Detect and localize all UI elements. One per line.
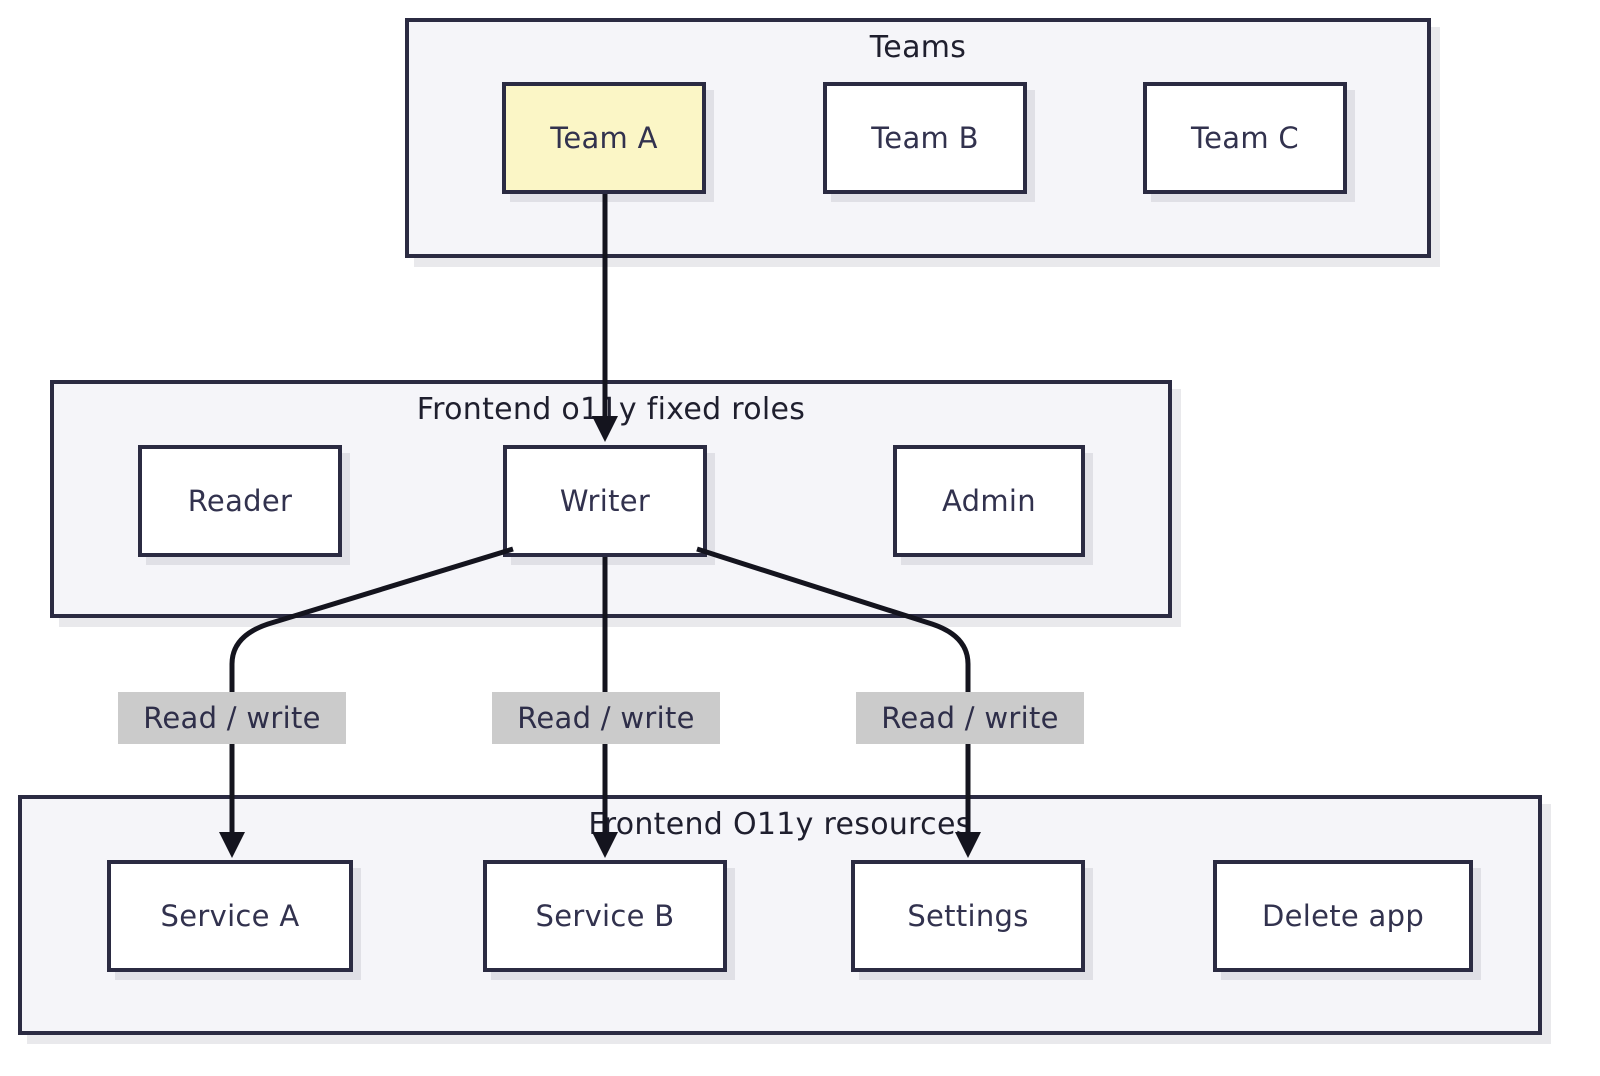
roles-container-title: Frontend o11y fixed roles: [416, 392, 806, 427]
node-service-b: Service B: [483, 860, 727, 972]
edge-label-read-write-settings: Read / write: [856, 692, 1084, 744]
node-admin: Admin: [893, 445, 1085, 557]
edge-label-read-write-serviceB: Read / write: [492, 692, 720, 744]
node-writer: Writer: [503, 445, 707, 557]
node-settings: Settings: [851, 860, 1085, 972]
node-service-a: Service A: [107, 860, 353, 972]
node-team-b: Team B: [823, 82, 1027, 194]
node-team-c: Team C: [1143, 82, 1347, 194]
resources-container-title: Frontend O11y resources: [588, 807, 972, 842]
edge-label-read-write-serviceA: Read / write: [118, 692, 346, 744]
node-delete-app: Delete app: [1213, 860, 1473, 972]
teams-container-title: Teams: [869, 30, 967, 65]
node-reader: Reader: [138, 445, 342, 557]
node-team-a: Team A: [502, 82, 706, 194]
